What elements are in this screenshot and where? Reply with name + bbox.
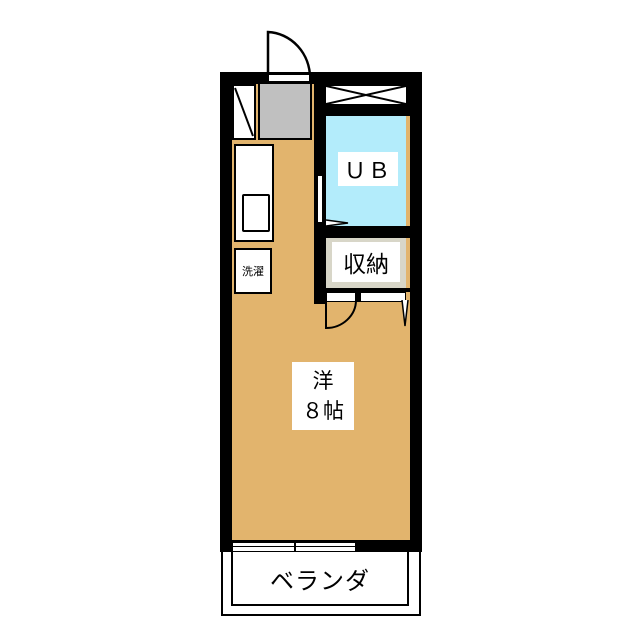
main-room-label: 洋 ８帖 <box>292 362 354 430</box>
balcony-inner <box>231 552 409 606</box>
shoe-cabinet <box>232 84 256 140</box>
unit-bath-label: ＵＢ <box>338 152 398 186</box>
outer-wall-right <box>410 72 422 550</box>
bath-door[interactable] <box>317 175 323 223</box>
closet-door-swing-icon <box>325 300 357 330</box>
closet-top <box>326 86 406 104</box>
bath-door-hinge-icon <box>326 219 349 227</box>
main-room-type: 洋 <box>312 369 334 393</box>
kitchen-sink <box>242 194 270 232</box>
entrance-door-swing-icon <box>266 30 312 79</box>
outer-wall-top <box>220 72 420 84</box>
closet-door-left[interactable] <box>326 292 356 302</box>
closet-door-right[interactable] <box>360 292 406 302</box>
sliding-door-icon <box>294 541 296 553</box>
entrance-area <box>258 84 312 140</box>
main-room-size: ８帖 <box>302 399 344 423</box>
washer-label: 洗濯 <box>236 258 270 284</box>
storage-bottom-wall <box>314 288 412 292</box>
diagonal-cabinet-icon <box>234 87 254 137</box>
bath-storage-wall <box>314 226 412 238</box>
x-cross-icon <box>326 86 406 104</box>
outer-wall-left <box>220 72 232 550</box>
door-hinge-right-icon <box>401 300 409 327</box>
balcony-sliding-door[interactable] <box>232 541 356 553</box>
storage-label: 収納 <box>332 242 400 282</box>
closet-door-jamb <box>356 292 360 302</box>
balcony-label: ベランダ <box>270 566 370 595</box>
entrance-door-opening[interactable] <box>268 74 310 82</box>
